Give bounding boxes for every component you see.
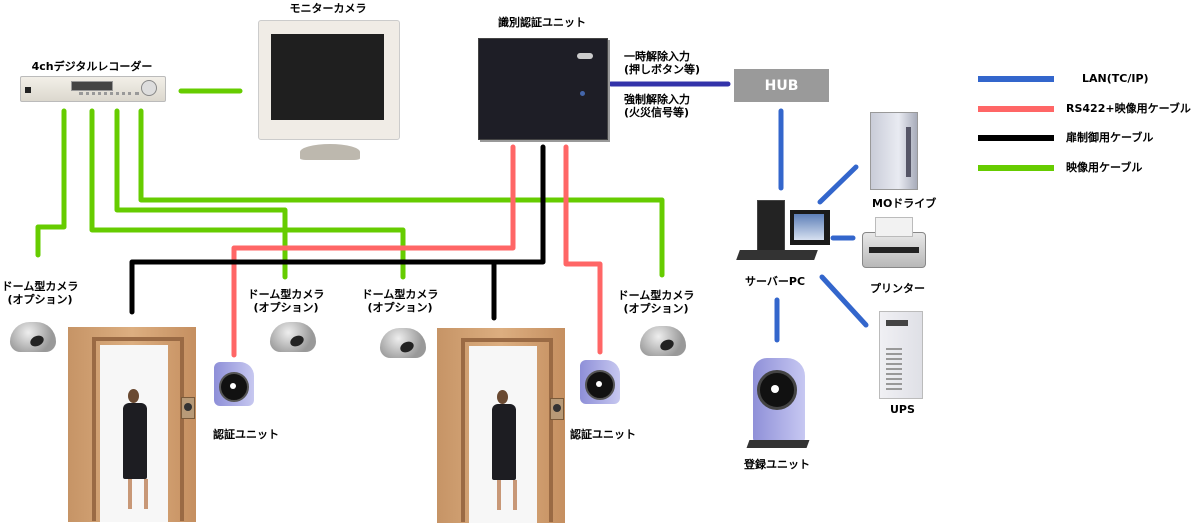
monitor-device[interactable] [258,20,400,140]
hub-device[interactable]: HUB [734,69,829,102]
legend-label-lan: LAN(TC/IP) [1082,72,1149,85]
video-cable-cam4 [138,108,665,278]
dome-camera-2-line2: (オプション) [253,301,319,314]
door-frame [461,338,553,522]
legend-label-rs422: RS422+映像用ケーブル [1066,102,1191,115]
video-cable-cam2 [89,108,406,280]
monitor-screen [271,34,384,120]
dvr-buttons [79,92,139,99]
door-2 [437,328,565,523]
brand-logo-icon [577,53,593,59]
dome-camera-2-icon[interactable] [270,322,316,352]
person-icon [489,390,519,515]
dome-camera-4-line2: (オプション) [623,302,689,315]
legend-swatch-door [978,135,1054,141]
keyboard-icon [736,250,818,260]
ups-label: UPS [890,403,915,416]
forced-release-line1: 強制解除入力 [624,93,690,106]
dvr-label: 4chデジタルレコーダー [31,60,153,73]
printer-label: プリンター [870,282,925,295]
legend-swatch-lan [978,76,1054,82]
temporary-release-label: 一時解除入力 (押しボタン等) [624,50,700,76]
dome-camera-2-label: ドーム型カメラ (オプション) [236,288,336,314]
dome-camera-4-label: ドーム型カメラ (オプション) [606,289,706,315]
video-cable-cam1 [35,108,67,258]
legend-swatch-rs422 [978,106,1054,112]
monitor-label: モニターカメラ [289,2,367,15]
dome-camera-3-line1: ドーム型カメラ [361,288,439,301]
registration-unit-base [746,440,810,448]
rs422-cable-left [231,144,516,358]
monitor-stand [300,144,360,160]
legend-swatch-video [978,165,1054,171]
server-tower-icon[interactable] [757,200,785,252]
dome-camera-4-line1: ドーム型カメラ [617,289,695,302]
dome-camera-1-line1: ドーム型カメラ [1,280,79,293]
video-cable-cam3 [114,108,288,280]
forced-release-label: 強制解除入力 (火災信号等) [624,93,690,119]
dvr-device[interactable] [20,76,166,102]
door-1 [68,327,196,522]
dome-camera-1-line2: (オプション) [7,293,73,306]
printer-icon[interactable] [862,217,926,268]
forced-release-line2: (火災信号等) [624,106,690,119]
wall-reader-icon [181,397,195,419]
legend-item-door: 扉制御用ケーブル [978,130,1197,146]
server-monitor-icon[interactable] [790,210,830,245]
rs422-cable-right [563,144,603,355]
person-icon [120,389,150,514]
legend-item-rs422: RS422+映像用ケーブル [978,101,1197,117]
registration-unit-icon[interactable] [753,358,805,444]
legend-label-door: 扉制御用ケーブル [1066,131,1154,144]
door-cable [129,144,546,315]
dome-camera-3-line2: (オプション) [367,301,433,314]
lan-server-mo [817,164,859,205]
dome-camera-2-line1: ドーム型カメラ [247,288,325,301]
temporary-release-line1: 一時解除入力 [624,50,690,63]
dvr-display [71,81,113,91]
auth-terminal-2-label: 認証ユニット [570,428,636,441]
registration-unit-label: 登録ユニット [744,458,810,471]
dome-camera-4-icon[interactable] [640,326,686,356]
auth-controller-device[interactable] [478,38,608,140]
auth-terminal-1-label: 認証ユニット [213,428,279,441]
ups-icon[interactable] [879,311,923,399]
temporary-release-line2: (押しボタン等) [624,63,701,76]
wall-reader-icon [550,398,564,420]
auth-controller-label: 識別認証ユニット [498,16,586,29]
legend-label-video: 映像用ケーブル [1066,161,1143,174]
door-frame [92,337,184,521]
lan-server-ups [819,274,869,328]
auth-terminal-1-icon[interactable] [214,362,254,406]
dvr-power-icon [25,87,31,93]
legend-item-video: 映像用ケーブル [978,160,1197,176]
mo-drive-icon[interactable] [870,112,918,190]
legend-item-lan: LAN(TC/IP) [978,71,1197,87]
dome-camera-3-label: ドーム型カメラ (オプション) [350,288,450,314]
auth-terminal-2-icon[interactable] [580,360,620,404]
dome-camera-1-icon[interactable] [10,322,56,352]
server-pc-label: サーバーPC [745,275,806,288]
dome-camera-3-icon[interactable] [380,328,426,358]
status-led-icon [580,91,585,96]
dome-camera-1-label: ドーム型カメラ (オプション) [0,280,90,306]
dvr-jog-dial-icon [141,80,157,96]
mo-drive-label: MOドライブ [872,197,937,210]
